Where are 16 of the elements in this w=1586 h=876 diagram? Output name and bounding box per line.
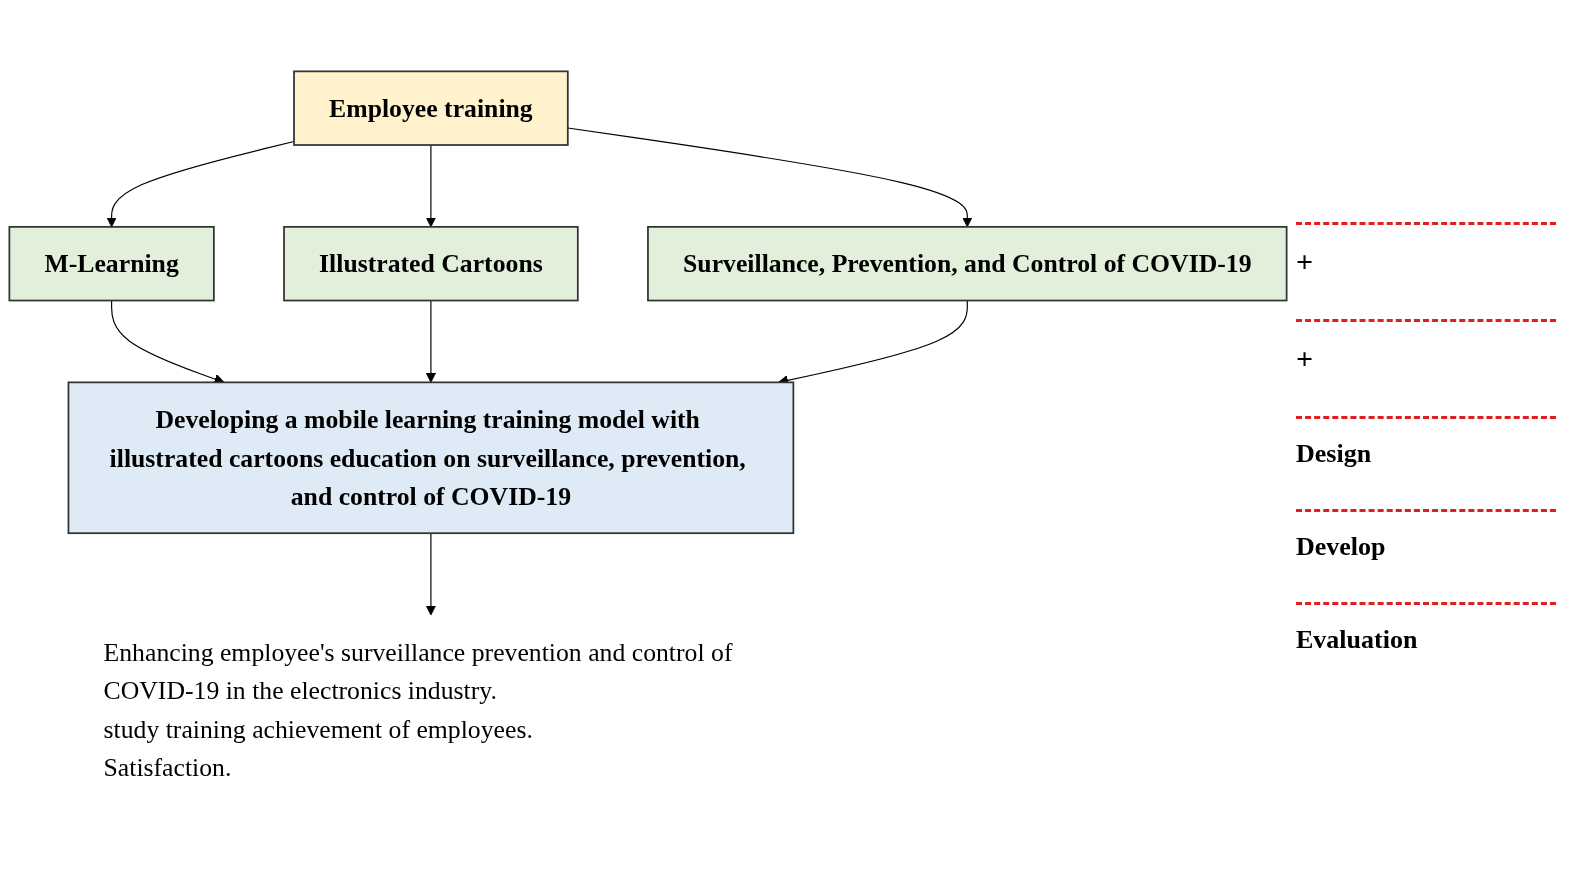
node-box: Employee training	[293, 70, 569, 146]
phase-label: Design	[1296, 415, 1556, 469]
node-box: Illustrated Cartoons	[283, 226, 579, 302]
node-box: Developing a mobile learning training model with illustrated cartoons education on surveillance, prevention, and control of COVID-19	[67, 381, 795, 535]
arrow	[425, 144, 437, 228]
arrow	[106, 141, 295, 228]
arrow	[425, 300, 437, 383]
arrow	[567, 127, 973, 228]
arrow	[425, 532, 437, 616]
node-text: Enhancing employee's surveillance prevention and control of COVID-19 in the electronics industry. study training achievement of employees. Satisfaction.	[103, 637, 733, 783]
node-box: Surveillance, Prevention, and Control of COVID-19	[647, 226, 1288, 302]
phase-label: Develop	[1296, 508, 1556, 562]
node-box: M-Learning	[8, 226, 215, 302]
plus-sign: +	[1296, 318, 1556, 376]
plus-sign: +	[1296, 221, 1556, 279]
phase-label: Evaluation	[1296, 601, 1556, 655]
